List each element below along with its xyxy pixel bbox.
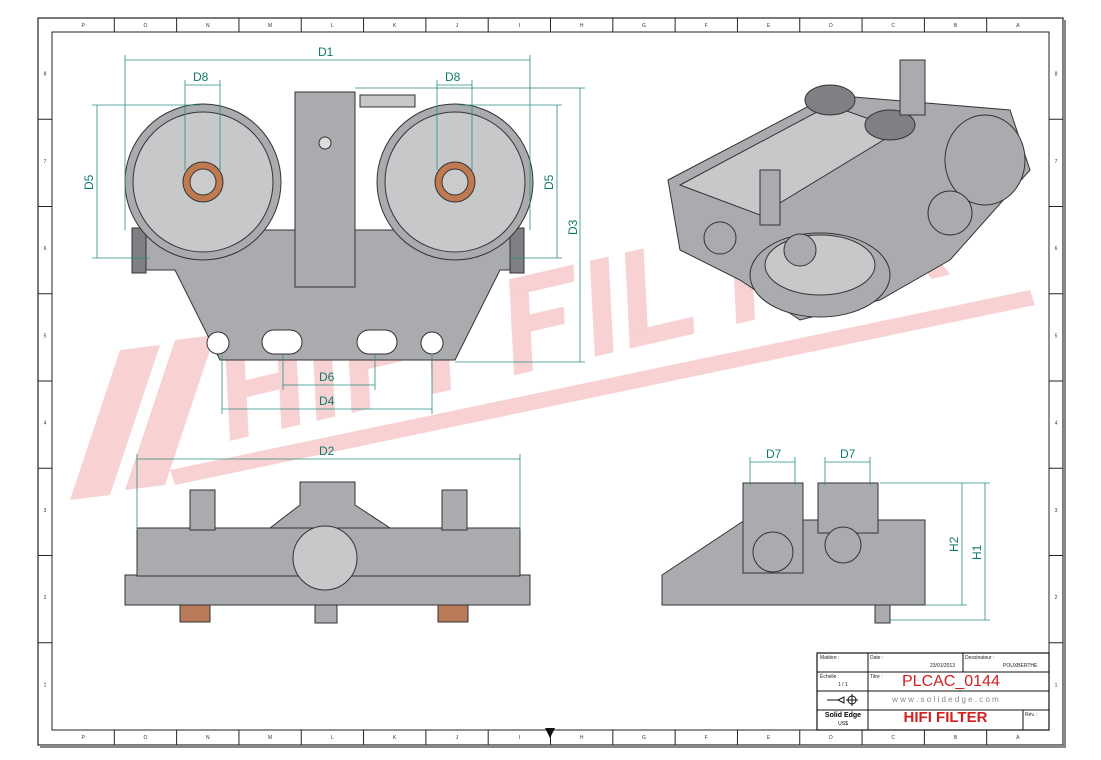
zone-column-top: D: [829, 23, 833, 29]
zone-row-left: 4: [44, 421, 47, 427]
dim-d7-left: D7: [766, 447, 782, 461]
zone-row-right: 7: [1055, 159, 1058, 165]
zone-column-top: P: [81, 23, 85, 29]
dim-d2: D2: [319, 444, 335, 458]
zone-row-left: 8: [44, 72, 47, 78]
projection-symbol-icon: [827, 694, 858, 706]
zone-column-top: K: [393, 23, 397, 29]
zone-column-top: A: [1016, 23, 1020, 29]
zone-column-top: C: [891, 23, 895, 29]
zone-column-top: E: [767, 23, 771, 29]
date-value: 23/01/2013: [930, 663, 956, 669]
zone-markers: P P O O N N M M L L K K J J I I H H G G F F E E D D C C B B A A 8 8 7 7 6 6 5 5…: [38, 18, 1063, 745]
zone-column-bottom: H: [580, 735, 584, 741]
zone-column-bottom: P: [81, 735, 85, 741]
zone-column-bottom: K: [393, 735, 397, 741]
zone-column-bottom: B: [954, 735, 958, 741]
front-view: [124, 91, 534, 361]
dim-d6: D6: [319, 370, 335, 384]
zone-row-right: 4: [1055, 421, 1058, 427]
dim-d1: D1: [318, 45, 334, 59]
dimension-lines: [92, 55, 990, 621]
date-label: Date :: [870, 655, 884, 661]
software-name: Solid Edge: [824, 712, 862, 719]
zone-row-left: 6: [44, 246, 47, 252]
sheet-shadow: [1063, 20, 1066, 747]
material-label: Matière :: [820, 655, 840, 661]
zone-column-bottom: G: [642, 735, 646, 741]
zone-row-right: 1: [1055, 682, 1058, 688]
website-text: w w w . s o l i d e d g e . c o m: [892, 695, 999, 704]
zone-column-bottom: J: [456, 735, 459, 741]
zone-column-bottom: M: [268, 735, 272, 741]
dim-h2: H2: [947, 536, 961, 552]
dim-h1: H1: [970, 544, 984, 560]
dim-d7-right: D7: [840, 447, 856, 461]
zone-column-bottom: N: [206, 735, 210, 741]
watermark-letter-stroke: [227, 368, 299, 402]
zone-row-left: 2: [44, 595, 47, 601]
zone-column-bottom: O: [144, 735, 148, 741]
sheet-shadow: [40, 745, 1066, 748]
zone-column-bottom: C: [891, 735, 895, 741]
zone-row-left: 3: [44, 508, 47, 514]
zone-column-top: J: [456, 23, 459, 29]
zone-column-bottom: F: [705, 735, 708, 741]
zone-column-top: L: [331, 23, 334, 29]
scale-value: 1 / 1: [838, 682, 848, 688]
side-view: [661, 482, 926, 624]
zone-column-bottom: E: [767, 735, 771, 741]
zone-row-left: 7: [44, 159, 47, 165]
watermark-letter-stroke: [509, 264, 575, 297]
watermark-letter-stroke: [589, 256, 614, 357]
title-block: [816, 652, 1050, 731]
drawing-title: PLCAC_0144: [902, 673, 1000, 690]
revision-label: Rév. :: [1025, 712, 1038, 718]
zone-row-left: 5: [44, 333, 47, 339]
center-mark-icon: [545, 728, 555, 738]
zone-column-bottom: A: [1016, 735, 1020, 741]
scale-label: Échelle :: [820, 674, 840, 680]
dimension-labels: D1 D8 D8 D5 D5 D3 D6 D4 D2 D7 D7 H2 H1: [82, 45, 984, 560]
watermark-letter-stroke: [629, 316, 695, 349]
zone-column-top: G: [642, 23, 646, 29]
zone-row-right: 3: [1055, 508, 1058, 514]
zone-column-top: H: [580, 23, 584, 29]
zone-column-top: O: [144, 23, 148, 29]
zone-row-right: 2: [1055, 595, 1058, 601]
zone-column-bottom: I: [519, 735, 520, 741]
dim-d5-right: D5: [542, 174, 556, 190]
software-sub: US$: [838, 721, 848, 727]
zone-row-right: 8: [1055, 72, 1058, 78]
bottom-front-view: [124, 481, 531, 624]
title-label: Titre :: [870, 674, 883, 680]
zone-column-top: M: [268, 23, 272, 29]
zone-column-top: N: [206, 23, 210, 29]
dim-d3: D3: [566, 219, 580, 235]
zone-row-left: 1: [44, 682, 47, 688]
zone-column-bottom: D: [829, 735, 833, 741]
zone-column-top: B: [954, 23, 958, 29]
dim-d4: D4: [319, 394, 335, 408]
zone-row-right: 5: [1055, 333, 1058, 339]
zone-column-top: I: [519, 23, 520, 29]
zone-column-top: F: [705, 23, 708, 29]
drawer-label: Dessinateur :: [965, 655, 995, 661]
zone-row-right: 6: [1055, 246, 1058, 252]
watermark-letter-stroke: [624, 248, 649, 349]
watermark-letter-stroke: [511, 306, 565, 336]
dim-d8-left: D8: [193, 70, 209, 84]
dim-d5-left: D5: [82, 174, 96, 190]
isometric-view: [667, 59, 1031, 321]
brand-name: HIFI FILTER: [903, 709, 988, 726]
drawer-value: POUXBERTHE: [1003, 663, 1038, 669]
zone-column-bottom: L: [331, 735, 334, 741]
dim-d8-right: D8: [445, 70, 461, 84]
